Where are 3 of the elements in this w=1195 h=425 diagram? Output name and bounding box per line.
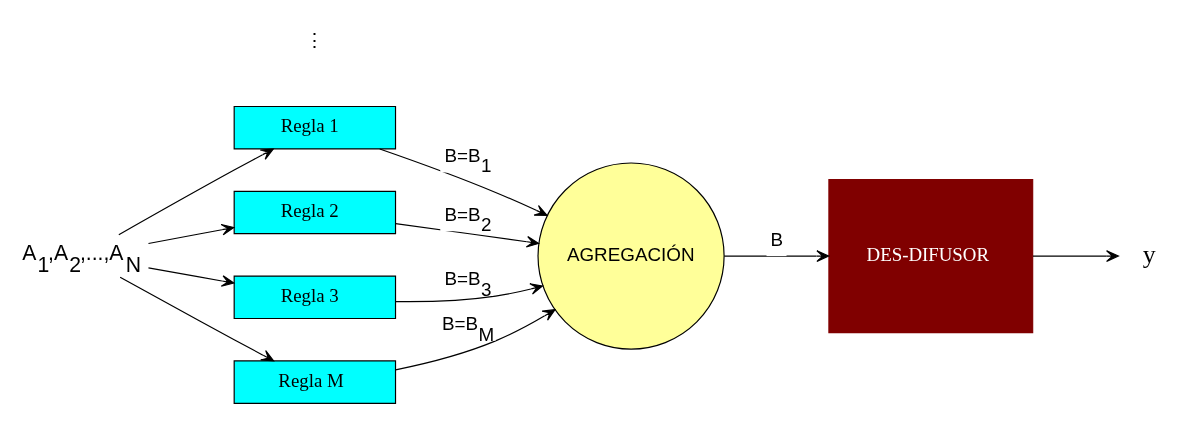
edge-label: B [770,229,784,251]
node-text: y [1142,239,1156,269]
label: ⋮ [305,30,325,52]
